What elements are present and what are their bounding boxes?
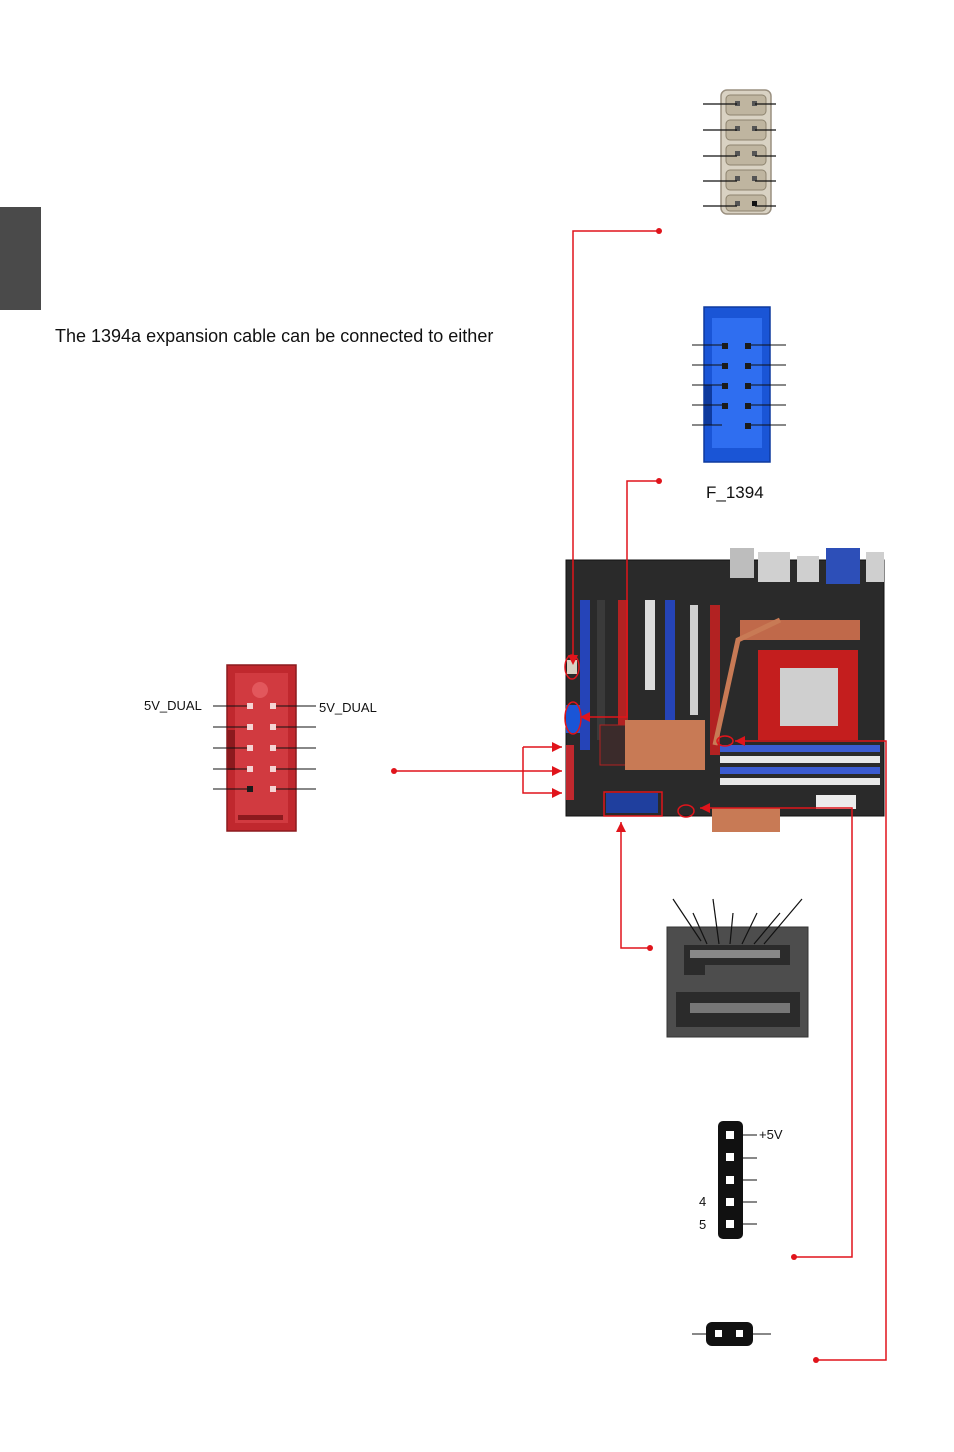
header-pin-top-label: +5V (759, 1127, 783, 1142)
pin-header-image (718, 1121, 757, 1239)
side-tab (0, 207, 41, 310)
usb-header-image (213, 664, 316, 832)
intro-text: The 1394a expansion cable can be connect… (55, 326, 494, 346)
header-pin-4-label: 4 (699, 1194, 707, 1209)
usb-right-pin-label: 5V_DUAL (319, 700, 377, 715)
f1394-header-image (692, 306, 786, 463)
leader-lines (394, 230, 887, 1361)
jumper-image (692, 1322, 771, 1346)
leader-dots (391, 228, 819, 1363)
audio-header-image (703, 89, 776, 215)
motherboard-image (564, 548, 885, 832)
header-pin-5-label: 5 (699, 1217, 707, 1232)
sata-connector-image (666, 898, 809, 1038)
leader-arrowheads (552, 655, 745, 832)
f1394-label: F_1394 (706, 483, 764, 502)
usb-left-pin-label: 5V_DUAL (144, 698, 202, 713)
